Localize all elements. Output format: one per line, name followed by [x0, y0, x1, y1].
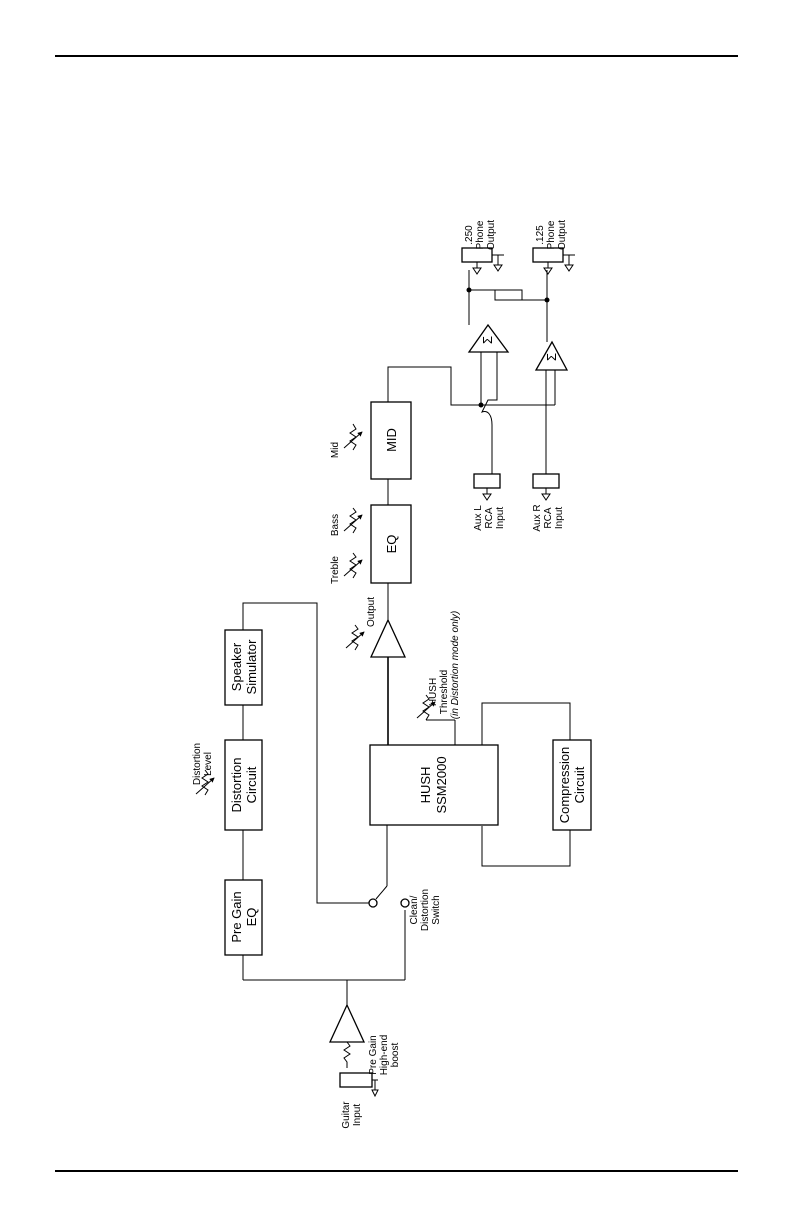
aux-l-label: Aux L [473, 505, 484, 531]
sum-amp-right: Σ [534, 340, 569, 371]
mid-block: MID [370, 401, 412, 480]
compression-circuit-label: Compression [557, 747, 572, 824]
svg-text:Input: Input [352, 1104, 363, 1126]
svg-text:RCA: RCA [543, 507, 554, 528]
eq-label: EQ [384, 535, 399, 554]
pre-gain-eq-label: Pre Gain [229, 891, 244, 942]
hush-block: HUSH SSM2000 [369, 744, 499, 826]
svg-text:(in Distortion mode only): (in Distortion mode only) [450, 611, 461, 719]
pre-gain-amp [328, 1003, 366, 1043]
distortion-circuit-block: Distortion Circuit [224, 739, 263, 831]
hush-threshold-pot: HUSH Threshold (in Distortion mode only) [416, 611, 461, 721]
pre-gain-boost-label: Pre Gain [368, 1035, 379, 1074]
mid-label: MID [384, 428, 399, 452]
clean-distortion-switch: Clean/ Distortion Switch [368, 885, 442, 931]
svg-text:Simulator: Simulator [244, 639, 259, 695]
aux-l-jack: Aux L RCA Input [473, 473, 506, 531]
pre-gain-eq-block: Pre Gain EQ [224, 879, 263, 956]
aux-r-jack: Aux R RCA Input [532, 473, 565, 532]
svg-text:boost: boost [390, 1043, 401, 1068]
eq-block: EQ [370, 504, 412, 584]
phone-125-jack: .125 Phone Output [532, 220, 575, 275]
svg-text:EQ: EQ [244, 908, 259, 927]
aux-r-label: Aux R [532, 504, 543, 531]
svg-text:Level: Level [203, 752, 214, 776]
svg-text:Switch: Switch [431, 895, 442, 924]
svg-text:SSM2000: SSM2000 [434, 756, 449, 813]
treble-pot: Treble [330, 552, 363, 584]
svg-text:Input: Input [554, 507, 565, 529]
svg-text:Phone: Phone [475, 220, 486, 249]
output-pot: Output [345, 597, 377, 651]
switch-label: Clean/ [409, 895, 420, 924]
svg-text:High-end: High-end [379, 1035, 390, 1076]
mid-pot: Mid [330, 423, 363, 458]
speaker-simulator-label: Speaker [229, 642, 244, 691]
svg-text:Phone: Phone [546, 220, 557, 249]
treble-label: Treble [330, 556, 341, 584]
mid-pot-label: Mid [330, 442, 341, 458]
phone-125-label: .125 [535, 225, 546, 245]
distortion-circuit-label: Distortion [229, 758, 244, 813]
svg-text:Circuit: Circuit [244, 766, 259, 803]
distortion-level-pot: Distortion Level [192, 743, 215, 796]
pre-gain-boost-label-group: Pre Gain High-end boost [368, 1035, 401, 1076]
sum-symbol-right: Σ [544, 353, 559, 361]
sum-amp-left: Σ [467, 323, 510, 353]
speaker-simulator-block: Speaker Simulator [224, 629, 263, 706]
output-label: Output [366, 597, 377, 627]
distortion-level-label: Distortion [192, 743, 203, 785]
svg-text:Output: Output [557, 220, 568, 250]
hush-threshold-label: HUSH [428, 678, 439, 706]
bass-label: Bass [330, 514, 341, 536]
guitar-input-jack: Guitar Input [339, 1072, 379, 1129]
svg-text:Input: Input [495, 507, 506, 529]
bass-pot: Bass [330, 507, 363, 536]
bottom-rule [55, 1170, 738, 1172]
phone-250-label: .250 [464, 225, 475, 245]
compression-circuit-block: Compression Circuit [552, 739, 592, 831]
svg-text:Circuit: Circuit [572, 766, 587, 803]
output-amp [369, 618, 407, 658]
svg-text:Threshold: Threshold [439, 670, 450, 714]
svg-text:Distortion: Distortion [420, 889, 431, 931]
svg-text:Output: Output [486, 220, 497, 250]
sum-symbol-left: Σ [480, 336, 495, 344]
wiring [242, 270, 571, 1068]
svg-text:RCA: RCA [484, 507, 495, 528]
top-rule [55, 55, 738, 57]
phone-250-jack: .250 Phone Output [461, 220, 504, 275]
hush-label: HUSH [418, 767, 433, 804]
guitar-input-label: Guitar [341, 1101, 352, 1129]
